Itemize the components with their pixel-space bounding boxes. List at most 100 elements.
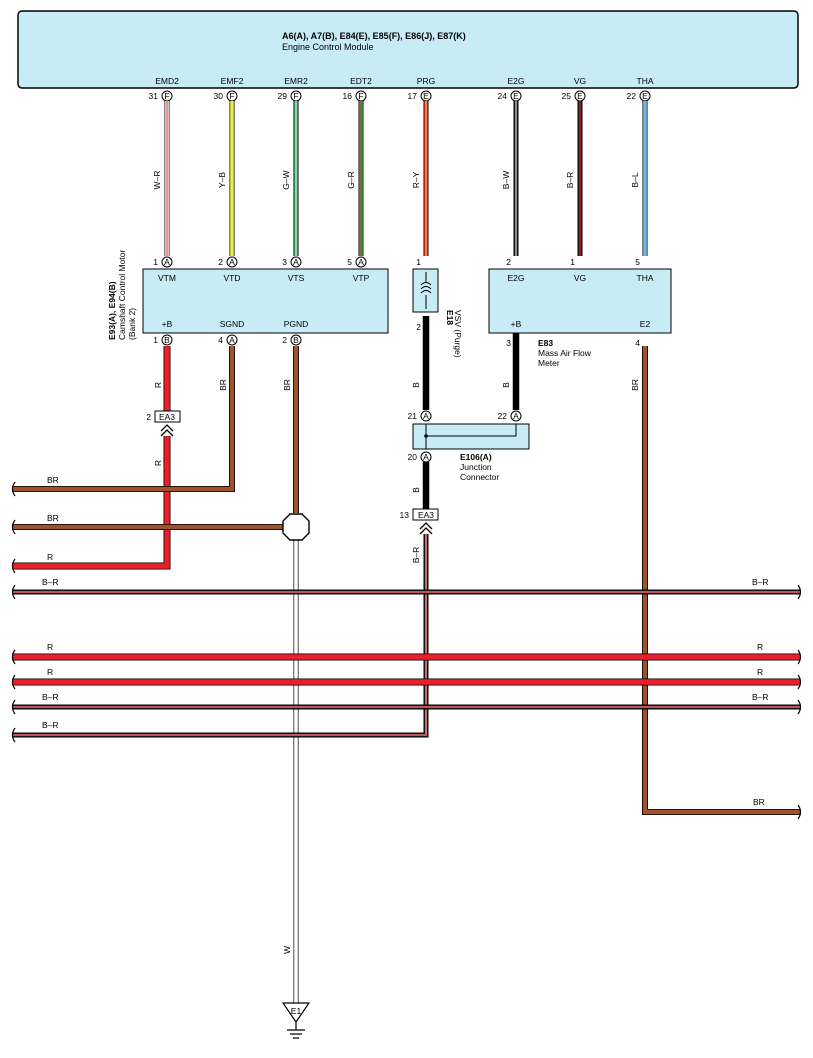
cam-pin-num: 1	[153, 257, 158, 267]
ea3-lower-label: EA3	[418, 510, 434, 520]
ecm-pin-num-24: 24	[498, 91, 508, 101]
ground-triangle	[281, 1002, 311, 1024]
cam-pin-label-vtm: VTM	[158, 273, 176, 283]
ecm-pin-conn: E	[513, 91, 519, 101]
cam-pin-label-vts: VTS	[288, 273, 305, 283]
wire-label-br: BR	[47, 475, 59, 485]
ecm-pin-conn: F	[358, 91, 363, 101]
wire-ea3-b-r	[12, 534, 429, 738]
ecm-name-label: Engine Control Module	[282, 42, 374, 52]
ea3-upper-num: 2	[146, 412, 151, 422]
wire-label-g-w: G–W	[281, 170, 291, 189]
wire-maf-e2-br	[642, 346, 800, 815]
ea3-upper-label: EA3	[159, 412, 175, 422]
camshaft-motor-block	[142, 268, 389, 334]
ecm-pin-num-30: 30	[214, 91, 224, 101]
cam-pin-conn: B	[164, 335, 170, 345]
wire-label-br: BR	[753, 797, 765, 807]
cam-pin-num: 2	[282, 335, 287, 345]
ecm-pin-conn: F	[164, 91, 169, 101]
camshaft-motor-id: E93(A), E94(B)	[107, 281, 117, 340]
cam-pin-num: 1	[153, 335, 158, 345]
wire-label-b: B	[411, 487, 421, 493]
maf-pin-num: 2	[506, 257, 511, 267]
junction-name-line2: Connector	[460, 472, 499, 482]
wire-label-w-r: W–R	[152, 171, 162, 190]
ground-label: E1	[291, 1006, 302, 1016]
maf-pin-label-e2: E2	[640, 319, 651, 329]
junction-pin-num: 20	[408, 452, 418, 462]
cam-pin-conn: A	[229, 257, 235, 267]
maf-name-line1: Mass Air Flow	[538, 348, 592, 358]
junction-pin-conn: A	[423, 411, 429, 421]
junction-dot	[424, 434, 428, 438]
maf-id: E83	[538, 338, 553, 348]
wire-label-w: W	[282, 946, 292, 954]
ecm-pin-label-emd2: EMD2	[155, 76, 179, 86]
maf-pin-label-e2g: E2G	[507, 273, 524, 283]
cam-pin-conn: A	[358, 257, 364, 267]
ecm-block	[17, 10, 799, 89]
junction-pin-conn: A	[423, 452, 429, 462]
cam-pin-circle	[355, 256, 367, 268]
junction-pin-num: 21	[408, 411, 418, 421]
vsv-id: E18	[445, 310, 455, 325]
maf-block	[488, 268, 672, 334]
cam-pin-conn: B	[293, 335, 299, 345]
junction-id: E106(A)	[460, 452, 492, 462]
wire-label-b: B	[411, 382, 421, 388]
ecm-pin-conn: E	[423, 91, 429, 101]
ecm-pin-label-edt2: EDT2	[350, 76, 372, 86]
break-marks-left	[11, 481, 16, 743]
maf-pin-num: 4	[635, 338, 640, 348]
cam-pin-num: 4	[218, 335, 223, 345]
cam-pin-num: 5	[347, 257, 352, 267]
ecm-pin-conn: E	[577, 91, 583, 101]
wire-label-b-r: B–R	[42, 577, 59, 587]
maf-pin-label-vg: VG	[574, 273, 586, 283]
wire-label-b-r: B–R	[565, 172, 575, 189]
ea3-lower-connector	[412, 508, 439, 521]
cam-pin-circle	[161, 334, 173, 346]
ground-icon	[287, 1022, 305, 1039]
ecm-pin-label-e2g: E2G	[507, 76, 524, 86]
junction-pin-conn: A	[513, 411, 519, 421]
cam-pin-label-vtp: VTP	[353, 273, 370, 283]
wire-label-r: R	[47, 667, 53, 677]
cam-pin-conn: A	[229, 335, 235, 345]
wire-label-r: R	[153, 460, 163, 466]
maf-name-line2: Meter	[538, 358, 560, 368]
ecm-pin-label-emf2: EMF2	[221, 76, 244, 86]
chevron-up-icon	[160, 424, 174, 437]
cam-pin-circle	[161, 256, 173, 268]
ecm-pin-num-16: 16	[343, 91, 353, 101]
wire-label-y-b: Y–B	[217, 172, 227, 188]
wire-outline	[642, 346, 800, 815]
wire-outline	[12, 436, 171, 570]
ecm-pin-num-22: 22	[627, 91, 637, 101]
junction-pin-num: 22	[498, 411, 508, 421]
wire-label-r: R	[757, 667, 763, 677]
junction-pin-circle	[420, 410, 432, 422]
maf-pin-num: 5	[635, 257, 640, 267]
solenoid-icon	[420, 272, 432, 309]
ecm-connectors-label: A6(A), A7(B), E84(E), E85(F), E86(J), E8…	[282, 31, 466, 41]
vsv-pin-num: 1	[416, 257, 421, 267]
wire-label-b-r: B–R	[752, 577, 769, 587]
wire-label-br: BR	[630, 379, 640, 391]
wire-label-r: R	[153, 382, 163, 388]
cam-pin-conn: A	[293, 257, 299, 267]
cam-pin-conn: A	[164, 257, 170, 267]
wire-r-to-left	[12, 436, 170, 569]
ecm-pin-conn: E	[642, 91, 648, 101]
wire-label-r-y: R–Y	[411, 171, 421, 188]
ecm-pin-conn: F	[229, 91, 234, 101]
wire-label-r: R	[47, 642, 53, 652]
ecm-pin-label-vg: VG	[574, 76, 586, 86]
wire-label-br: BR	[47, 513, 59, 523]
ecm-pin-label-emr2: EMR2	[284, 76, 308, 86]
wire-label-b-l: B–L	[630, 172, 640, 187]
wire-label-b-w: B–W	[501, 171, 511, 189]
chevron-up-icon	[419, 522, 433, 535]
cam-pin-circle	[226, 334, 238, 346]
